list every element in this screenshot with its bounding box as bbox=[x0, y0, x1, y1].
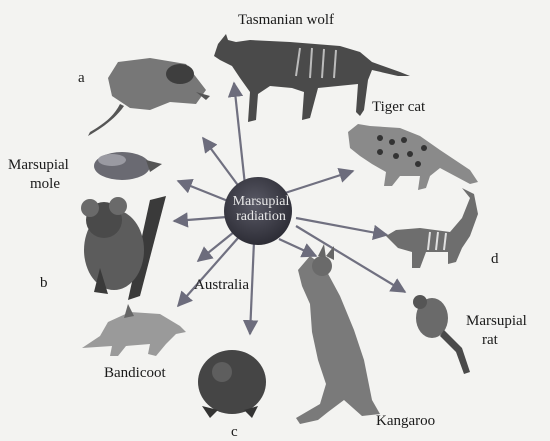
label-marsupial-rat-line2: rat bbox=[482, 332, 498, 348]
marsupial-rat-image bbox=[413, 295, 470, 374]
marsupial-mole-image bbox=[94, 152, 162, 180]
label-marsupial-mole-line2: mole bbox=[30, 176, 60, 192]
arrow-to-kangaroo bbox=[279, 239, 316, 256]
arrow-to-australia bbox=[198, 232, 234, 261]
label-kangaroo: Kangaroo bbox=[376, 413, 435, 429]
center-label-line2: radiation bbox=[218, 209, 304, 224]
kangaroo-image bbox=[296, 244, 380, 424]
arrow-to-a bbox=[203, 138, 240, 188]
bandicoot-image bbox=[82, 304, 186, 356]
label-b: b bbox=[40, 275, 48, 291]
label-marsupial-rat-line1: Marsupial bbox=[466, 313, 527, 329]
label-tasmanian-wolf: Tasmanian wolf bbox=[238, 12, 334, 28]
c-wombat-image bbox=[198, 350, 266, 418]
label-bandicoot: Bandicoot bbox=[104, 365, 166, 381]
center-label: Marsupial radiation bbox=[218, 194, 304, 224]
center-label-line1: Marsupial bbox=[218, 194, 304, 209]
label-australia: Australia bbox=[194, 277, 249, 293]
arrow-to-tiger-cat bbox=[285, 171, 353, 193]
tiger-cat-image bbox=[348, 124, 478, 190]
a-glider-image bbox=[88, 58, 210, 136]
label-d: d bbox=[491, 251, 499, 267]
arrow-to-c bbox=[250, 241, 254, 334]
arrow-to-bandicoot bbox=[178, 238, 238, 306]
arrow-to-d bbox=[296, 218, 387, 235]
b-koala-image bbox=[81, 196, 166, 300]
arrow-to-tasmanian-wolf bbox=[234, 83, 245, 185]
d-numbat-image bbox=[386, 188, 478, 268]
label-marsupial-mole-line1: Marsupial bbox=[8, 157, 69, 173]
label-c: c bbox=[231, 424, 238, 440]
label-a: a bbox=[78, 70, 85, 86]
label-tiger-cat: Tiger cat bbox=[372, 99, 425, 115]
